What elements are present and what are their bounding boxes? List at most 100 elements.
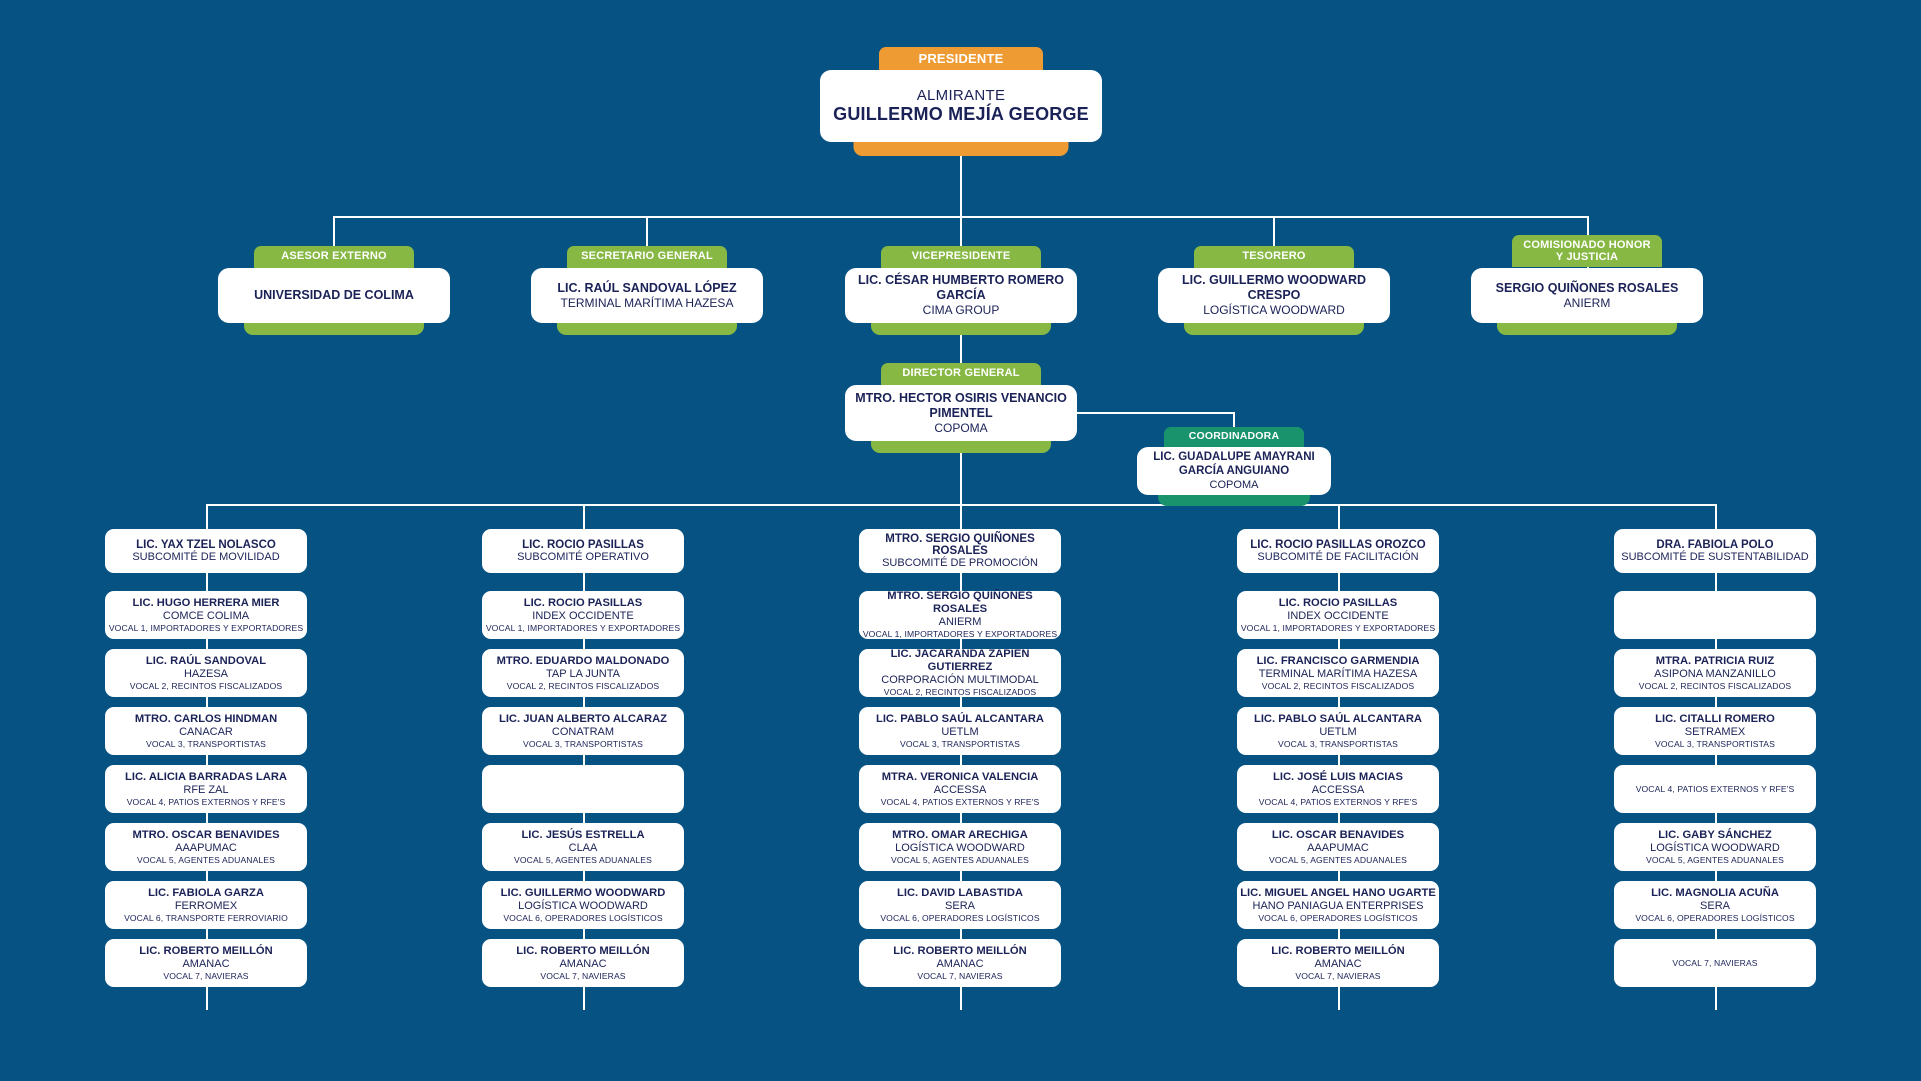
node-tab-comisionado: COMISIONADO HONOR Y JUSTICIA: [1512, 235, 1662, 267]
member-role: VOCAL 3, TRANSPORTISTAS: [1278, 738, 1398, 749]
node-tesorero[interactable]: TESORERO LIC. GUILLERMO WOODWARD CRESPO …: [1158, 246, 1390, 335]
member-role: VOCAL 2, RECINTOS FISCALIZADOS: [506, 680, 660, 691]
member-name: MTRO. OSCAR BENAVIDES: [132, 828, 280, 841]
subcommittee-head-title: SUBCOMITÉ DE MOVILIDAD: [132, 551, 280, 563]
member-org: AMANAC: [182, 957, 230, 970]
connector-director-down: [960, 453, 962, 504]
connector-drop-col-1: [206, 504, 208, 529]
node-director-general[interactable]: DIRECTOR GENERAL MTRO. HECTOR OSIRIS VEN…: [845, 363, 1077, 453]
subcommittee-head-title: SUBCOMITÉ DE FACILITACIÓN: [1257, 551, 1419, 563]
node-asesor-externo[interactable]: ASESOR EXTERNO UNIVERSIDAD DE COLIMA: [218, 246, 450, 335]
node-tab-coordinadora: COORDINADORA: [1164, 427, 1304, 447]
member-card[interactable]: VOCAL 4, PATIOS EXTERNOS Y RFE'S: [1614, 765, 1816, 813]
member-role: VOCAL 2, RECINTOS FISCALIZADOS: [883, 687, 1037, 698]
member-role: VOCAL 4, PATIOS EXTERNOS Y RFE'S: [1258, 796, 1418, 807]
member-card[interactable]: VOCAL 7, NAVIERAS: [1614, 939, 1816, 987]
member-role: VOCAL 6, OPERADORES LOGÍSTICOS: [1635, 912, 1795, 923]
member-name: LIC. CITALLI ROMERO: [1655, 712, 1775, 725]
member-org: CLAA: [568, 841, 598, 854]
subcommittee-head-name: DRA. FABIOLA POLO: [1656, 539, 1774, 551]
node-body-coordinadora: LIC. GUADALUPE AMAYRANI GARCÍA ANGUIANO …: [1137, 447, 1331, 495]
member-org: LOGÍSTICA WOODWARD: [1650, 841, 1780, 854]
secretario-general-org: TERMINAL MARÍTIMA HAZESA: [560, 295, 734, 310]
member-card[interactable]: [482, 765, 684, 813]
member-role: VOCAL 5, AGENTES ADUANALES: [137, 854, 275, 865]
subcommittee-head-name: MTRO. SERGIO QUIÑONES ROSALES: [885, 533, 1035, 557]
node-tab-secretario-general: SECRETARIO GENERAL: [567, 246, 727, 268]
node-comisionado-honor-y-justicia[interactable]: COMISIONADO HONOR Y JUSTICIA SERGIO QUIÑ…: [1471, 235, 1703, 335]
node-body-asesor-externo: UNIVERSIDAD DE COLIMA: [218, 268, 450, 323]
node-presidente[interactable]: PRESIDENTE ALMIRANTE GUILLERMO MEJÍA GEO…: [820, 47, 1102, 156]
node-secretario-general[interactable]: SECRETARIO GENERAL LIC. RAÚL SANDOVAL LÓ…: [531, 246, 763, 335]
node-vicepresidente[interactable]: VICEPRESIDENTE LIC. CÉSAR HUMBERTO ROMER…: [845, 246, 1077, 335]
node-body-vicepresidente: LIC. CÉSAR HUMBERTO ROMERO GARCÍA CIMA G…: [845, 268, 1077, 323]
connector-drop-asesor: [333, 216, 335, 268]
member-name: LIC. RAÚL SANDOVAL: [145, 654, 267, 667]
member-org: HAZESA: [183, 667, 228, 680]
member-role: VOCAL 1, IMPORTADORES Y EXPORTADORES: [1240, 622, 1436, 633]
node-coordinadora[interactable]: COORDINADORA LIC. GUADALUPE AMAYRANI GAR…: [1137, 427, 1331, 506]
member-card[interactable]: [1614, 591, 1816, 639]
member-role: VOCAL 7, NAVIERAS: [1295, 970, 1381, 981]
member-name: LIC. PABLO SAÚL ALCANTARA: [875, 712, 1044, 725]
node-tab-vicepresidente: VICEPRESIDENTE: [881, 246, 1041, 268]
member-org: AMANAC: [559, 957, 607, 970]
member-org: LOGÍSTICA WOODWARD: [895, 841, 1025, 854]
node-body-secretario-general: LIC. RAÚL SANDOVAL LÓPEZ TERMINAL MARÍTI…: [531, 268, 763, 323]
member-name: LIC. ROBERTO MEILLÓN: [139, 944, 273, 957]
member-name: MTRO. EDUARDO MALDONADO: [496, 654, 670, 667]
member-name: LIC. ROBERTO MEILLÓN: [893, 944, 1027, 957]
member-role: VOCAL 2, RECINTOS FISCALIZADOS: [1261, 680, 1415, 691]
member-role: VOCAL 6, OPERADORES LOGÍSTICOS: [1258, 912, 1418, 923]
connector-drop-col-2: [583, 504, 585, 529]
subcommittee-head-name: LIC. ROCIO PASILLAS: [522, 539, 644, 551]
member-name: LIC. JUAN ALBERTO ALCARAZ: [498, 712, 667, 725]
member-name: MTRA. VERONICA VALENCIA: [881, 770, 1039, 783]
tesorero-name: LIC. GUILLERMO WOODWARD CRESPO: [1181, 273, 1366, 302]
subcommittee-head-name: LIC. ROCIO PASILLAS OROZCO: [1250, 539, 1426, 551]
connector-president-down: [960, 156, 962, 218]
member-role: VOCAL 5, AGENTES ADUANALES: [1646, 854, 1784, 865]
subcommittee-head-title: SUBCOMITÉ DE SUSTENTABILIDAD: [1621, 551, 1809, 563]
member-org: SERA: [1700, 899, 1730, 912]
member-name: MTRO. SERGIO QUIÑONES ROSALES: [887, 590, 1033, 616]
member-role: VOCAL 1, IMPORTADORES Y EXPORTADORES: [485, 622, 681, 633]
connector-drop-col-4: [1338, 504, 1340, 529]
